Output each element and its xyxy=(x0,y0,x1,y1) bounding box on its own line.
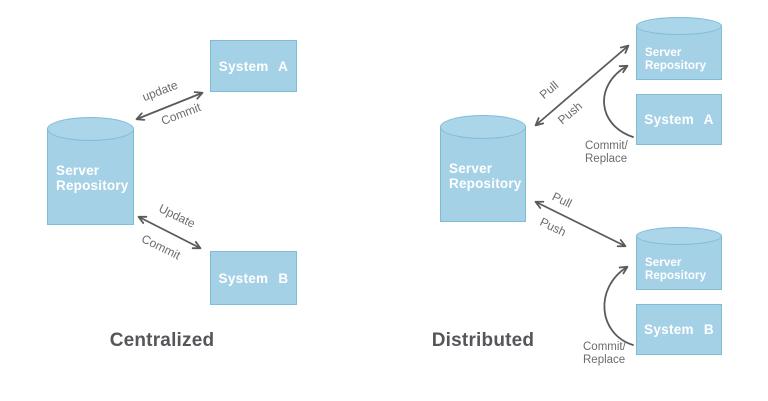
commit-replace-label-b: Commit/ Replace xyxy=(583,341,626,366)
cylinder-body xyxy=(636,26,722,80)
distributed-main-server-repository-cylinder: Server Repository xyxy=(440,115,526,222)
cylinder-top-ellipse xyxy=(47,117,134,141)
cylinder-top-ellipse xyxy=(636,227,722,245)
cylinder-top-ellipse xyxy=(636,17,722,35)
distributed-commit-replace-arrow-a xyxy=(603,64,634,138)
cylinder-body xyxy=(440,127,526,222)
distributed-system-b-box: System B xyxy=(636,304,722,355)
centralized-title: Centralized xyxy=(109,330,215,351)
system-b-label: System B xyxy=(218,270,289,286)
commit-replace-label-a: Commit/ Replace xyxy=(585,140,628,165)
system-b-label: System B xyxy=(644,322,714,337)
distributed-remote-b-server-repository-cylinder: Server Repository xyxy=(636,227,722,290)
server-repository-label: Server Repository xyxy=(645,47,707,72)
distributed-pull-push-arrow-a xyxy=(534,44,630,127)
centralized-server-repository-cylinder: Server Repository xyxy=(47,117,134,225)
distributed-pull-push-arrow-b xyxy=(534,200,627,248)
cylinder-body xyxy=(636,236,722,290)
server-repository-label: Server Repository xyxy=(449,161,522,192)
cylinder-top-ellipse xyxy=(440,115,526,139)
distributed-system-a-box: System A xyxy=(636,94,722,145)
cylinder-body xyxy=(47,129,134,225)
distributed-commit-replace-arrow-b xyxy=(603,265,634,346)
distributed-title: Distributed xyxy=(431,330,535,351)
centralized-system-b-box: System B xyxy=(210,251,297,305)
system-a-label: System A xyxy=(218,58,289,74)
centralized-update-commit-arrow-b xyxy=(137,215,202,250)
system-a-label: System A xyxy=(644,112,714,127)
distributed-remote-a-server-repository-cylinder: Server Repository xyxy=(636,17,722,80)
centralized-update-commit-arrow-a xyxy=(135,91,204,121)
centralized-system-a-box: System A xyxy=(210,40,297,92)
server-repository-label: Server Repository xyxy=(645,257,707,282)
server-repository-label: Server Repository xyxy=(56,163,129,194)
